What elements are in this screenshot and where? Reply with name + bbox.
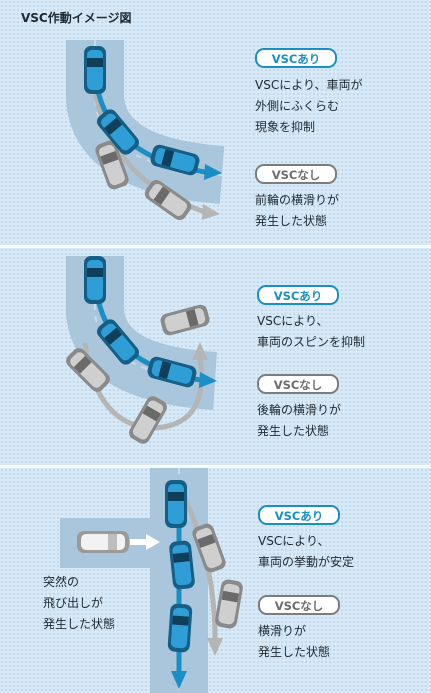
divider [0,465,431,468]
panel-sudden-obstacle: 突然の 飛び出しが 発生した状態 VSCあり VSCにより、 車両の挙動が安定 … [0,468,431,693]
vsc-off-badge: VSCなし [257,374,339,394]
without-vsc-arrowhead [192,342,208,360]
vsc-on-badge: VSCあり [257,285,339,305]
car-gray-icon [66,348,110,392]
vsc-on-badge: VSCあり [255,48,337,68]
divider [0,245,431,248]
vsc-on-description: VSCにより、車両が 外側にふくらむ 現象を抑制 [255,78,363,134]
car-gray-icon [95,140,129,190]
car-gray-icon [160,304,210,336]
sudden-obstacle-note: 突然の 飛び出しが 発生した状態 [43,575,116,631]
vsc-on-description: VSCにより、 車両の挙動が安定 [258,534,355,569]
intrusion-arrow [146,534,160,550]
vsc-off-description: 前輪の横滑りが 発生した状態 [255,193,340,228]
car-white-icon [77,531,129,553]
car-gray-icon [129,396,167,444]
without-vsc-arrowhead [202,204,220,220]
page-title: VSC作動イメージ図 [21,11,132,25]
vsc-on-description: VSCにより、 車両のスピンを抑制 [257,314,366,349]
oversteer-illustration [66,256,218,444]
car-gray-icon [192,523,226,573]
obstacle-illustration [60,468,243,693]
car-gray-icon [215,579,243,629]
vsc-off-description: 横滑りが 発生した状態 [258,624,331,659]
car-blue-icon [169,540,195,590]
car-blue-icon [147,356,197,388]
vsc-off-badge: VSCなし [255,164,337,184]
understeer-illustration [66,40,225,221]
car-blue-icon [167,603,193,653]
car-blue-icon [97,109,139,155]
with-vsc-arrowhead [171,671,187,689]
car-blue-icon [150,144,200,176]
with-vsc-arrowhead [204,164,222,180]
vsc-off-description: 後輪の横滑りが 発生した状態 [257,403,342,438]
without-vsc-arrowhead [207,638,223,656]
car-blue-icon [97,319,139,365]
car-gray-icon [144,179,192,221]
car-blue-icon [84,46,106,94]
car-blue-icon [165,480,187,528]
vsc-off-badge: VSCなし [258,595,340,615]
panel-understeer: VSCあり VSCにより、車両が 外側にふくらむ 現象を抑制 VSCなし 前輪の… [0,30,431,245]
vsc-on-badge: VSCあり [258,505,340,525]
with-vsc-arrowhead [199,372,217,388]
panel-oversteer: VSCあり VSCにより、 車両のスピンを抑制 VSCなし 後輪の横滑りが 発生… [0,248,431,465]
car-blue-icon [84,256,106,304]
